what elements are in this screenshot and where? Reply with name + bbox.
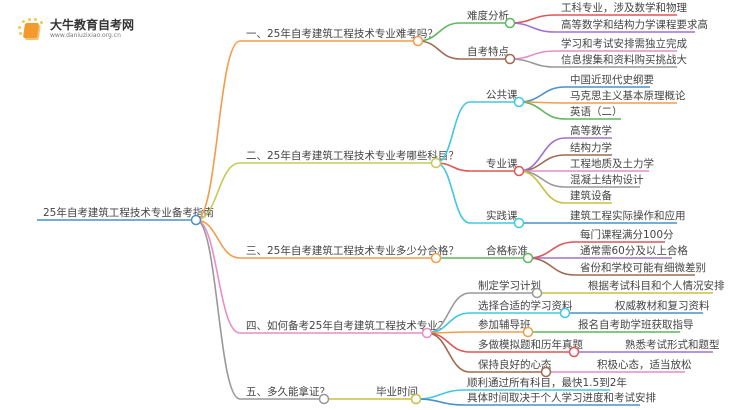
b2-leaf-label[interactable]: 工程地质及土力学 [570,157,654,170]
logo-title: 大牛教育自考网 [50,18,135,32]
branch-2-label[interactable]: 二、25年自考建筑工程技术专业考哪些科目？ [246,149,459,162]
branch-2-collapse-toggle[interactable] [430,157,442,169]
b4-step-label[interactable]: 选择合适的学习资料 [478,299,573,312]
branch-3-label[interactable]: 三、25年自考建筑工程技术专业多少分合格？ [246,244,459,257]
b1-leaf-connector [509,22,695,33]
b1-leaf-label[interactable]: 工科专业，涉及数学和物理 [561,1,687,14]
b2-leaf-label[interactable]: 高等数学 [570,124,612,137]
b4-step-collapse-toggle[interactable] [522,326,534,338]
b4-step-label[interactable]: 保持良好的心态 [478,358,552,371]
b3-leaf-label[interactable]: 省份和学校可能有细微差别 [580,261,706,274]
b4-leaf-label[interactable]: 报名自考助学班获取指导 [578,318,694,331]
site-logo: 大牛教育自考网 www.daniuzixiao.org.cn [18,18,134,40]
root-node-collapse-toggle[interactable] [190,214,202,226]
branch-3-collapse-toggle[interactable] [430,252,442,264]
b4-step-label[interactable]: 参加辅导班 [478,318,531,331]
b4-leaf-label[interactable]: 积极心态，适当放松 [597,358,692,371]
b4-step-collapse-toggle[interactable] [540,366,552,378]
branch-4-label[interactable]: 四、如何备考25年自考建筑工程技术专业？ [246,319,448,332]
b2-practice-courses-collapse-toggle[interactable] [513,217,525,229]
branch-5-label[interactable]: 五、多久能拿证？ [246,385,330,398]
b4-step-collapse-toggle[interactable] [559,307,571,319]
b1-leaf-connector [509,58,677,68]
b5-graduation-time-collapse-toggle[interactable] [410,393,422,405]
b3-pass-standard-collapse-toggle[interactable] [522,252,534,264]
b3-leaf-label[interactable]: 通常需60分及以上合格 [580,244,688,257]
b5-leaf-label[interactable]: 具体时间取决于个人学习进度和考试安排 [467,391,656,404]
b2-leaf-connector [518,101,621,120]
b2-public-courses-collapse-toggle[interactable] [513,96,525,108]
branch-2-connector [195,162,436,221]
branch-3-connector [195,219,436,259]
b4-step-connector [426,331,528,334]
b4-step-connector [426,332,546,373]
b2-leaf-label[interactable]: 中国近现代史纲要 [570,73,654,86]
b5-leaf-label[interactable]: 顺利通过所有科目，最快1.5到2年 [467,376,627,389]
b4-step-connector [426,292,537,334]
branch-5-collapse-toggle[interactable] [318,393,330,405]
b4-leaf-label[interactable]: 根据考试科目和个人情况安排 [588,279,725,292]
b4-step-collapse-toggle[interactable] [531,287,543,299]
b2-practice-courses-label[interactable]: 实践课 [486,209,518,222]
b4-leaf-label[interactable]: 熟悉考试形式和题型 [625,338,720,351]
logo-url: www.daniuzixiao.org.cn [50,32,121,39]
b2-leaf-label[interactable]: 建筑设备 [570,189,612,202]
b3-leaf-connector [527,257,695,276]
branch-4-connector [195,219,427,334]
b4-step-collapse-toggle[interactable] [568,346,580,358]
b2-leaf-connector [518,170,612,204]
b1-difficulty-label[interactable]: 难度分析 [467,9,509,22]
book-logo-icon [18,18,44,40]
b4-step-label[interactable]: 多做模拟题和历年真题 [478,338,583,351]
b5-graduation-time-label[interactable]: 毕业时间 [376,385,418,398]
b3-leaf-label[interactable]: 每门课程满分100分 [580,228,674,241]
b1-leaf-label[interactable]: 学习和考试安排需独立完成 [561,37,687,50]
b1-leaf-label[interactable]: 高等数学和结构力学课程要求高 [561,18,708,31]
b2-leaf-label[interactable]: 马克思主义基本原理概论 [570,89,686,102]
branch-1-connector [195,40,418,221]
b4-step-label[interactable]: 制定学习计划 [478,279,541,292]
b1-difficulty-connector [417,22,510,42]
b2-leaf-label[interactable]: 建筑工程实际操作和应用 [570,209,686,222]
b1-features-connector [417,40,510,60]
b2-leaf-label[interactable]: 英语（二） [570,105,623,118]
b2-practice-courses-connector [435,162,519,224]
b5-leaf-connector [415,398,640,406]
b1-features-collapse-toggle[interactable] [504,53,516,65]
b4-leaf-label[interactable]: 权威教材和复习资料 [615,299,710,312]
b3-pass-standard-label[interactable]: 合格标准 [486,244,528,257]
root-node-label[interactable]: 25年自考建筑工程技术专业备考指南 [43,206,214,219]
b2-public-courses-connector [435,101,519,164]
branch-5-connector [195,219,324,400]
branch-1-collapse-toggle[interactable] [412,35,424,47]
b2-leaf-connector [518,101,677,104]
b1-leaf-label[interactable]: 信息搜集和资料购买挑战大 [561,53,687,66]
b2-leaf-label[interactable]: 结构力学 [570,141,612,154]
branch-4-collapse-toggle[interactable] [421,327,433,339]
b1-features-label[interactable]: 自考特点 [467,45,509,58]
branch-1-label[interactable]: 一、25年自考建筑工程技术专业难考吗？ [246,27,438,40]
b2-public-courses-label[interactable]: 公共课 [486,89,518,101]
b1-difficulty-collapse-toggle[interactable] [504,17,516,29]
b2-major-courses-collapse-toggle[interactable] [513,165,525,177]
b2-major-courses-label[interactable]: 专业课 [486,157,518,170]
b2-leaf-label[interactable]: 混凝土结构设计 [570,173,644,186]
